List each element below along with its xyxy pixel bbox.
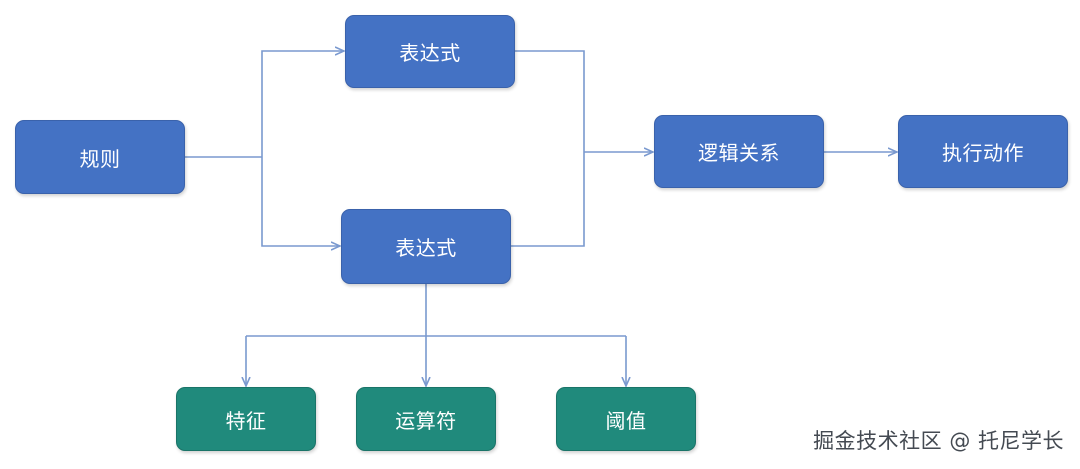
node-threshold-label: 阈值 xyxy=(605,408,647,433)
watermark: 掘金技术社区 @ 托尼学长 xyxy=(813,429,1064,453)
node-expression-bottom: 表达式 xyxy=(341,209,511,284)
node-logic-relation: 逻辑关系 xyxy=(654,115,824,188)
node-operator: 运算符 xyxy=(356,387,496,451)
node-execute-action-label: 执行动作 xyxy=(942,141,1024,165)
node-execute-action: 执行动作 xyxy=(898,115,1068,188)
node-feature: 特征 xyxy=(176,387,316,451)
edge-rule-to-expression-top xyxy=(261,51,343,157)
node-logic-relation-label: 逻辑关系 xyxy=(698,141,780,165)
node-expression-top-label: 表达式 xyxy=(399,41,461,65)
edge-expression-bottom-to-logic xyxy=(511,152,585,247)
node-threshold: 阈值 xyxy=(556,387,696,451)
node-operator-label: 运算符 xyxy=(395,408,457,433)
node-expression-top: 表达式 xyxy=(345,15,515,88)
edge-rule-to-expression-bottom xyxy=(261,157,339,246)
node-rule: 规则 xyxy=(15,120,185,194)
node-feature-label: 特征 xyxy=(225,408,267,433)
edge-expression-top-to-logic xyxy=(515,50,585,152)
node-expression-bottom-label: 表达式 xyxy=(395,236,457,260)
node-rule-label: 规则 xyxy=(79,146,121,171)
